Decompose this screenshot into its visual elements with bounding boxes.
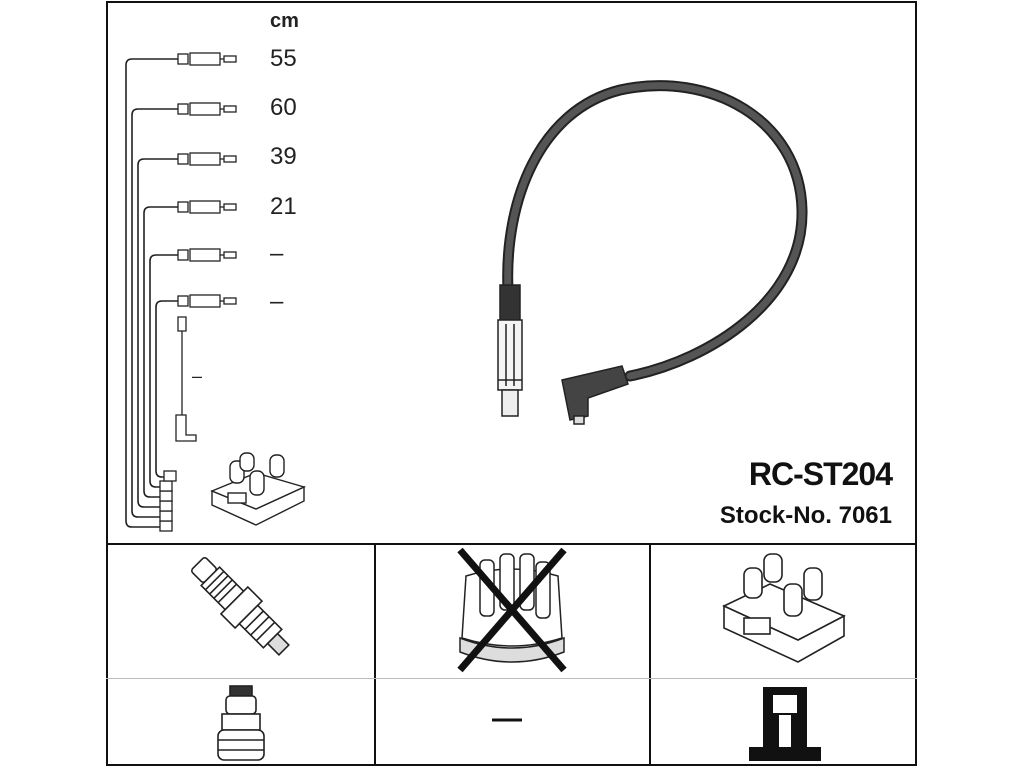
column-divider-1 [374,543,376,766]
cable-length-1: 55 [270,45,297,72]
row-divider [106,678,917,679]
no-part-dash: — [492,702,522,735]
spark-plug-icon [190,556,290,656]
column-divider-2 [649,543,651,766]
stock-number: Stock-No. 7061 [719,502,892,529]
ignition-coil-icon [722,553,846,663]
cable-length-2: 60 [270,94,297,121]
unit-label: cm [270,10,299,32]
cable-length-3: 39 [270,143,297,170]
plug-connector-icon [217,685,265,761]
terminal-icon [749,687,821,761]
section-divider [106,543,917,545]
cable-length-4: 21 [270,193,297,220]
ignition-cable-illustration [497,80,808,425]
cable-length-5: – [270,240,284,267]
cable-routing-diagram [125,52,306,532]
coil-lead-length: – [192,366,203,386]
cable-length-6: – [270,288,284,315]
diagram-frame [106,1,917,766]
product-code: RC-ST204 [748,456,893,492]
distributor-cap-crossed-icon [457,547,567,673]
